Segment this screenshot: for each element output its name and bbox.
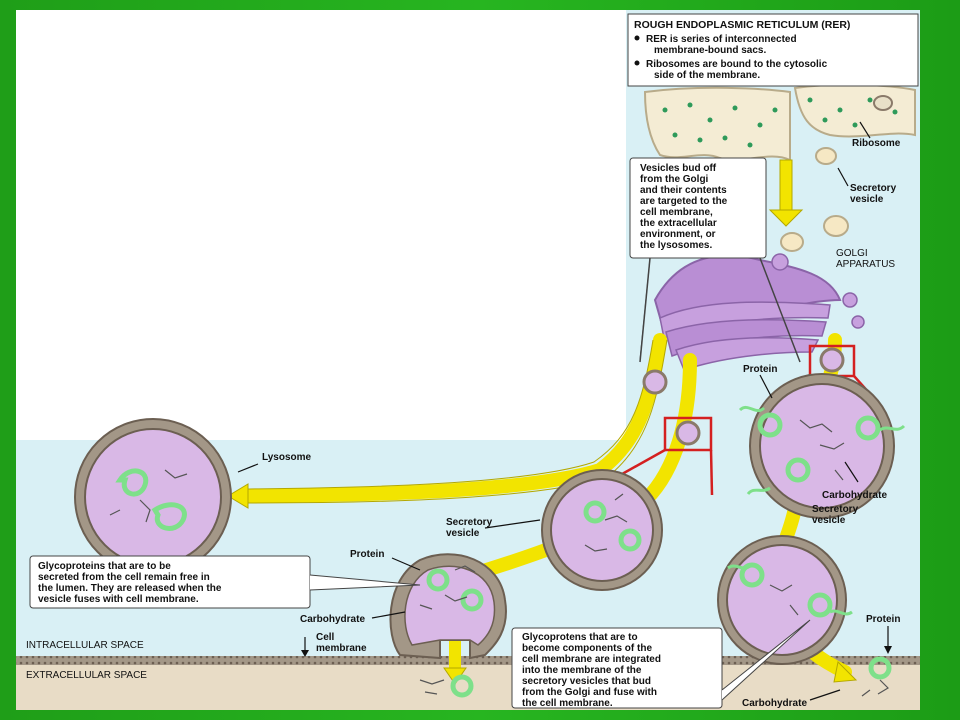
rer-to-golgi-arrow bbox=[768, 159, 804, 227]
label-secretory-vesicle-right-1: Secretory bbox=[812, 504, 859, 515]
lysosome bbox=[74, 418, 232, 576]
label-carbohydrate-right: Carbohydrate bbox=[822, 490, 887, 501]
label-lysosome: Lysosome bbox=[262, 452, 312, 463]
rer-bullet-1a: RER is series of interconnected bbox=[646, 34, 797, 45]
glyco-int-line-6: from the Golgi and fuse with bbox=[522, 687, 657, 698]
label-cell-membrane-2: membrane bbox=[316, 643, 367, 654]
glyco-int-line-1: Glycoprotens that are to bbox=[522, 632, 638, 643]
blank-area bbox=[16, 10, 626, 440]
rer-bullet-1b: membrane-bound sacs. bbox=[654, 45, 766, 56]
glyco-free-line-1: Glycoproteins that are to be bbox=[38, 561, 171, 572]
rer-bullet-2b: side of the membrane. bbox=[654, 70, 760, 81]
label-ribosome: Ribosome bbox=[852, 138, 901, 149]
label-secretory-vesicle-mid-1: Secretory bbox=[446, 517, 493, 528]
vesicle-box-line-1: Vesicles bud off bbox=[640, 163, 717, 174]
label-golgi-2: APPARATUS bbox=[836, 259, 895, 270]
vesicle-box-line-3: and their contents bbox=[640, 185, 727, 196]
vesicle-box-line-5: cell membrane, bbox=[640, 207, 713, 218]
label-protein-right: Protein bbox=[743, 364, 777, 375]
exocytosis-vesicle-left bbox=[389, 553, 507, 698]
glyco-free-line-2: secreted from the cell remain free in bbox=[38, 572, 210, 583]
rer-bullet-2a: Ribosomes are bound to the cytosolic bbox=[646, 59, 828, 70]
secretory-vesicle-mid bbox=[541, 469, 663, 591]
label-extracellular-space: EXTRACELLULAR SPACE bbox=[26, 670, 147, 681]
label-secretory-vesicle-right-2: vesicle bbox=[812, 515, 846, 526]
label-intracellular-space: INTRACELLULAR SPACE bbox=[26, 640, 144, 651]
glyco-integrated-info-box: Glycoprotens that are to become componen… bbox=[511, 619, 811, 709]
glyco-int-line-7: the cell membrane. bbox=[522, 698, 613, 709]
cell-membrane-arrow-icon bbox=[301, 650, 309, 657]
membrane-arrowhead bbox=[833, 660, 858, 683]
label-protein-bottom: Protein bbox=[866, 614, 900, 625]
vesicle-bud-info-box: Vesicles bud off from the Golgi and thei… bbox=[629, 157, 767, 361]
extracellular-region bbox=[16, 662, 920, 710]
glyco-free-line-3: the lumen. They are released when the bbox=[38, 583, 222, 594]
rer-structure bbox=[643, 83, 916, 162]
protein-bottom-arrow-icon bbox=[884, 646, 892, 654]
label-carbohydrate-bottom: Carbohydrate bbox=[742, 698, 807, 709]
label-secretory-vesicle-top-1: Secretory bbox=[850, 183, 897, 194]
vesicle-box-line-2: from the Golgi bbox=[640, 174, 709, 185]
lysosome-arrowhead bbox=[227, 483, 249, 509]
vesicle-box-line-8: the lysosomes. bbox=[640, 240, 712, 251]
glyco-int-line-3: cell membrane are integrated bbox=[522, 654, 661, 665]
glyco-free-info-box: Glycoproteins that are to be secreted fr… bbox=[29, 555, 421, 609]
glyco-free-line-4: vesicle fuses with cell membrane. bbox=[38, 594, 199, 605]
vesicle-box-pointers bbox=[639, 257, 801, 363]
rer-info-box: ROUGH ENDOPLASMIC RETICULUM (RER) RER is… bbox=[627, 13, 919, 87]
vesicle-box-line-6: the extracellular bbox=[640, 218, 717, 229]
label-secretory-vesicle-mid-2: vesicle bbox=[446, 528, 480, 539]
transport-vesicles bbox=[642, 347, 845, 446]
label-cell-membrane-1: Cell bbox=[316, 632, 335, 643]
label-carbohydrate-left: Carbohydrate bbox=[300, 614, 365, 625]
leader-lines bbox=[237, 121, 889, 701]
glyco-int-line-2: become components of the bbox=[522, 643, 652, 654]
vesicle-box-line-4: are targeted to the bbox=[640, 196, 728, 207]
label-golgi-1: GOLGI bbox=[836, 248, 868, 259]
exocytosis-vesicle-right bbox=[717, 535, 892, 697]
glyco-int-line-5: secretory vesicles that bud bbox=[522, 676, 651, 687]
label-protein-left: Protein bbox=[350, 549, 384, 560]
label-secretory-vesicle-top-2: vesicle bbox=[850, 194, 884, 205]
secretory-vesicles-top bbox=[780, 147, 849, 252]
rer-title: ROUGH ENDOPLASMIC RETICULUM (RER) bbox=[634, 19, 850, 31]
cell-membrane bbox=[16, 656, 920, 665]
golgi-apparatus bbox=[653, 253, 865, 371]
glyco-int-line-4: into the membrane of the bbox=[522, 665, 642, 676]
vesicle-box-line-7: environment, or bbox=[640, 229, 716, 240]
